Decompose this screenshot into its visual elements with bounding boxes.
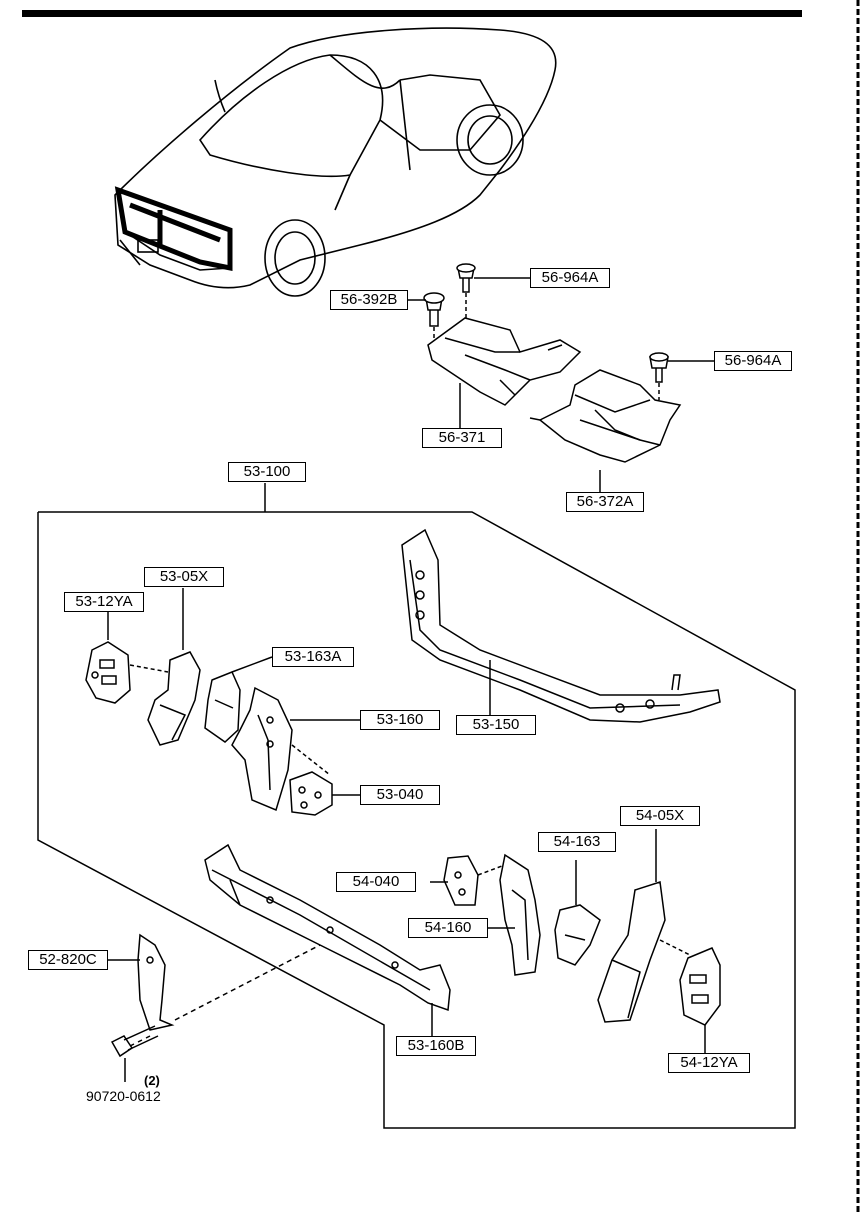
label-56-392B: 56-392B [330, 290, 408, 310]
label-53-05X: 53-05X [144, 567, 224, 587]
car-illustration [114, 27, 557, 297]
bolt-quantity: (2) [144, 1073, 160, 1088]
undercover-assembly [423, 263, 682, 463]
label-53-163A: 53-163A [272, 647, 354, 667]
label-53-040: 53-040 [360, 785, 440, 805]
leader-lines [406, 277, 714, 929]
bolt-part-number: 90720-0612 [86, 1088, 161, 1104]
label-53-100: 53-100 [228, 462, 306, 482]
label-56-964A-right: 56-964A [714, 351, 792, 371]
label-54-040: 54-040 [336, 872, 416, 892]
part-53-160B-shape [204, 843, 451, 1036]
part-52-820C-shape [108, 933, 321, 1031]
label-54-05X: 54-05X [620, 806, 700, 826]
label-53-150: 53-150 [456, 715, 536, 735]
car-radiator-support-highlight [114, 186, 233, 272]
label-56-372A: 56-372A [566, 492, 644, 512]
header-rule [22, 10, 802, 17]
label-54-160: 54-160 [408, 918, 488, 938]
label-52-820C: 52-820C [28, 950, 108, 970]
right-bracket-group [443, 829, 721, 1053]
label-53-12YA: 53-12YA [64, 592, 144, 612]
label-53-160: 53-160 [360, 710, 440, 730]
label-54-12YA: 54-12YA [668, 1053, 750, 1073]
bolt-90720-0612-icon [110, 1025, 159, 1082]
left-bracket-group [85, 588, 360, 816]
label-56-371: 56-371 [422, 428, 502, 448]
label-56-964A-top: 56-964A [530, 268, 610, 288]
label-53-160B: 53-160B [396, 1036, 476, 1056]
part-53-150-shape [401, 528, 721, 723]
label-54-163: 54-163 [538, 832, 616, 852]
assembly-outline-53-100 [37, 511, 796, 1129]
